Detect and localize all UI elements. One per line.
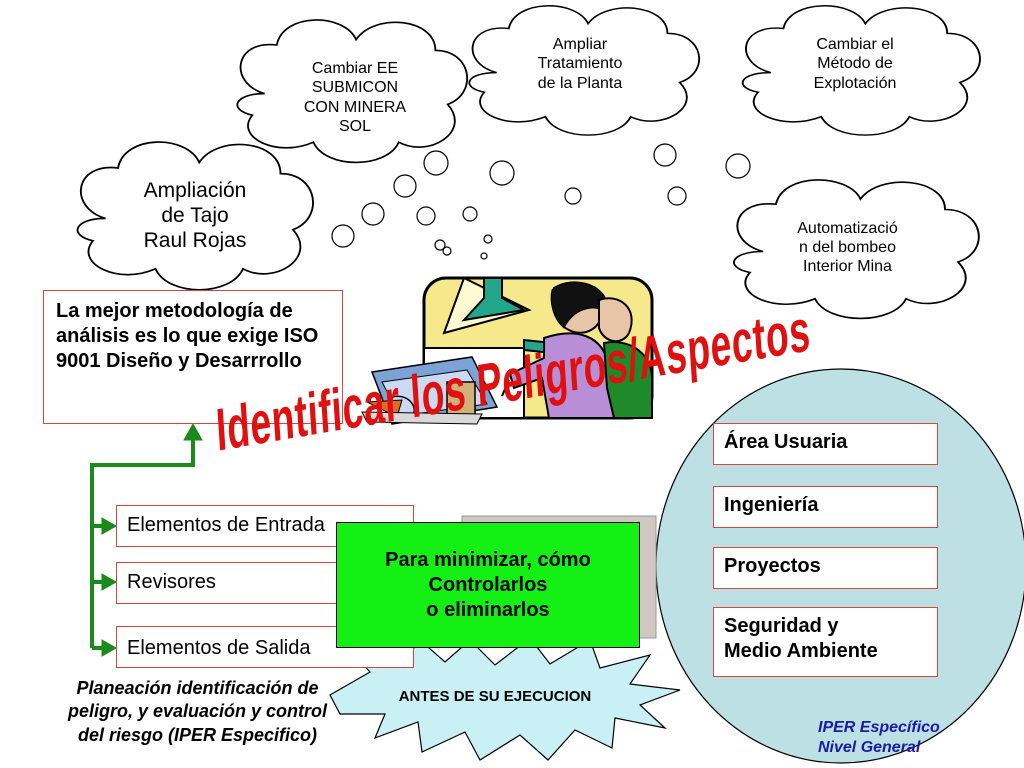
- area-proyectos-box: Proyectos: [713, 547, 938, 589]
- green-box: Para minimizar, cómo Controlarlos o elim…: [336, 522, 640, 648]
- iper-label: IPER Específico Nivel General: [818, 719, 940, 756]
- thought-bubbles: [331, 143, 751, 260]
- methodology-box: La mejor metodología de análisis es lo q…: [43, 290, 343, 424]
- green-box-text: Para minimizar, cómo Controlarlos o elim…: [385, 548, 591, 621]
- connector-arrows: [90, 422, 203, 657]
- elementos-salida-label: Elementos de Salida: [127, 637, 311, 659]
- cloud-tajo-text: Ampliación de Tajo Raul Rojas: [143, 178, 247, 253]
- workers-clipart: [422, 276, 654, 420]
- cloud-bombeo-text: Automatizació n del bombeo Interior Mina: [797, 219, 898, 276]
- elementos-entrada-label: Elementos de Entrada: [127, 514, 325, 536]
- area-seguridad-box: Seguridad y Medio Ambiente: [713, 607, 938, 677]
- planeacion-text: Planeación identificación de peligro, y …: [67, 678, 328, 745]
- area-usuaria-box: Área Usuaria: [713, 423, 938, 465]
- revisores-label: Revisores: [127, 571, 216, 593]
- plans-clipart: [361, 356, 499, 425]
- area-ingenieria-box: Ingeniería: [713, 486, 938, 528]
- starburst-text: ANTES DE SU EJECUCION: [398, 688, 592, 705]
- cloud-subestacion-text: Cambiar EE SUBMICON CON MINERA SOL: [303, 60, 407, 135]
- cloud-tratamiento-text: Ampliar Tratamiento de la Planta: [537, 36, 623, 92]
- starburst-shape: [329, 637, 681, 761]
- cloud-metodo-text: Cambiar el Método de Explotación: [813, 36, 897, 92]
